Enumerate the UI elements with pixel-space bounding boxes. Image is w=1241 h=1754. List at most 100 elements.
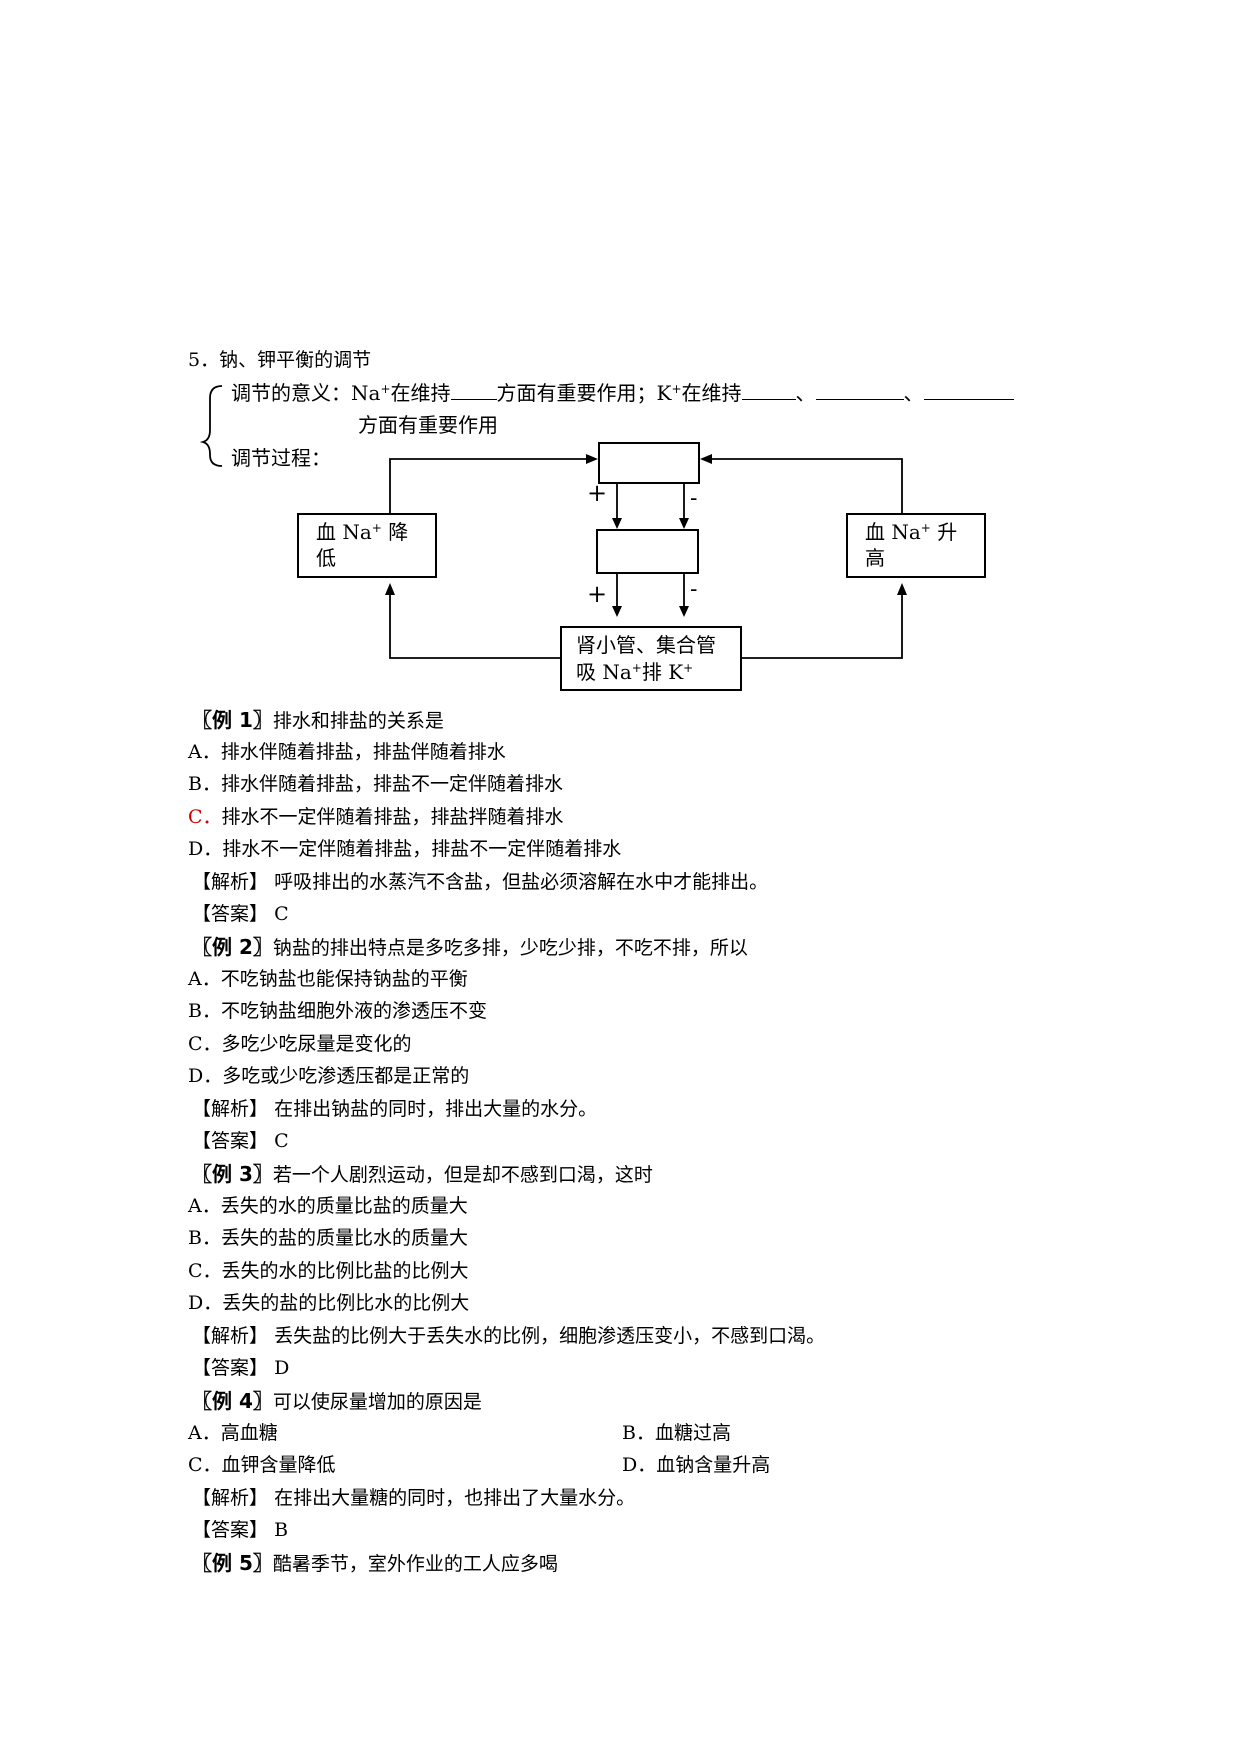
bottom-box-na-plus: + (631, 661, 642, 675)
right-box-line-1: 血 Na+ 升 (865, 519, 957, 545)
example-1-question: 〖例 1〗排水和排盐的关系是 (192, 704, 444, 733)
blank-2 (741, 381, 796, 400)
option-d: D．多吃或少吃渗透压都是正常的 (188, 1061, 469, 1088)
option-text: 排水不一定伴随着排盐，排盐不一定伴随着排水 (222, 838, 622, 860)
middle-box (596, 529, 699, 574)
k-plus: + (671, 382, 682, 396)
option-b: B．排水伴随着排盐，排盐不一定伴随着排水 (188, 769, 563, 796)
na-plus: + (380, 382, 391, 396)
blank-4 (923, 381, 1014, 400)
plus-sign-2: + (587, 580, 608, 608)
option-key: B． (188, 1000, 221, 1022)
left-box-line-2: 低 (316, 545, 336, 571)
arrowhead-top-mid-left (612, 518, 622, 529)
option-key: D． (188, 1065, 223, 1087)
arrowhead-mid-bottom-left (612, 606, 622, 617)
bottom-box-line-1: 肾小管、集合管 (576, 632, 716, 658)
option-key: A． (188, 1422, 221, 1444)
right-box: 血 Na+ 升 高 (846, 513, 986, 578)
option-text: 排水伴随着排盐，排盐不一定伴随着排水 (220, 773, 563, 795)
bottom-box-text-3: 排 K (641, 660, 684, 684)
section-heading: 5．钠、钾平衡的调节 (188, 348, 371, 372)
option-text: 高血糖 (220, 1422, 278, 1444)
analysis-4: 【解析】 在排出大量糖的同时，也排出了大量水分。 (192, 1483, 635, 1510)
bottom-box-text-1: 肾小管、集合管 (576, 633, 716, 657)
example-2-question: 〖例 2〗钠盐的排出特点是多吃多排，少吃少排，不吃不排，所以 (192, 931, 748, 960)
bottom-box-k-plus: + (683, 661, 694, 675)
arrowhead-bottom-right (897, 583, 907, 595)
option-a: A．排水伴随着排盐，排盐伴随着排水 (188, 737, 506, 764)
meaning-text-3: 在维持 (681, 381, 742, 405)
option-b: B．血糖过高 (622, 1418, 731, 1445)
answer-label: 【答案】 (192, 1357, 269, 1379)
separator-1: 、 (795, 381, 816, 405)
answer-text: C (274, 903, 289, 925)
option-c: C．排水不一定伴随着排盐，排盐拌随着排水 (188, 802, 564, 829)
left-box-text-1: 血 Na (316, 520, 372, 544)
arrowhead-bottom-left (385, 583, 395, 595)
option-key: C． (188, 1454, 222, 1476)
answer-text: D (274, 1357, 290, 1379)
top-box (598, 442, 700, 484)
analysis-label: 【解析】 (192, 871, 269, 893)
left-box: 血 Na+ 降 低 (297, 513, 437, 578)
question-text: 钠盐的排出特点是多吃多排，少吃少排，不吃不排，所以 (272, 937, 748, 959)
analysis-label: 【解析】 (192, 1487, 269, 1509)
analysis-label: 【解析】 (192, 1098, 269, 1120)
example-tag: 〖例 3〗 (192, 1162, 273, 1186)
option-text: 排水不一定伴随着排盐，排盐拌随着排水 (221, 806, 564, 828)
question-text: 若一个人剧烈运动，但是却不感到口渴，这时 (272, 1164, 653, 1186)
option-key: C． (188, 1260, 222, 1282)
meaning-line-2-text: 方面有重要作用 (358, 413, 498, 437)
meaning-text-1: 在维持 (390, 381, 451, 405)
option-d: D．排水不一定伴随着排盐，排盐不一定伴随着排水 (188, 834, 621, 861)
option-b: B．不吃钠盐细胞外液的渗透压不变 (188, 996, 487, 1023)
option-b: B．丢失的盐的质量比水的质量大 (188, 1223, 468, 1250)
option-key: A． (188, 1195, 221, 1217)
option-a: A．不吃钠盐也能保持钠盐的平衡 (188, 964, 468, 991)
answer-2: 【答案】 C (192, 1126, 289, 1153)
left-box-sup: + (371, 521, 382, 535)
option-text: 丢失的盐的比例比水的比例大 (222, 1292, 470, 1314)
option-text: 丢失的水的质量比盐的质量大 (220, 1195, 468, 1217)
question-text: 可以使尿量增加的原因是 (272, 1391, 482, 1413)
answer-3: 【答案】 D (192, 1353, 289, 1380)
bottom-box-line-2: 吸 Na+排 K+ (576, 659, 693, 685)
brace-icon (199, 385, 223, 467)
example-tag: 〖例 5〗 (192, 1551, 273, 1575)
blank-1 (450, 381, 497, 400)
left-box-text-2: 降 (381, 520, 409, 544)
arrowhead-left-up (586, 454, 598, 464)
analysis-text: 在排出钠盐的同时，排出大量的水分。 (274, 1098, 598, 1120)
blank-3 (815, 381, 904, 400)
option-d: D．血钠含量升高 (622, 1450, 770, 1477)
analysis-label: 【解析】 (192, 1325, 269, 1347)
option-c: C．丢失的水的比例比盐的比例大 (188, 1256, 469, 1283)
arrow-right-up (712, 458, 903, 513)
minus-sign-1: - (690, 486, 698, 511)
answer-text: B (274, 1519, 289, 1541)
answer-4: 【答案】 B (192, 1515, 288, 1542)
right-box-text-2: 升 (930, 520, 958, 544)
option-key: D． (188, 838, 223, 860)
option-a: A．丢失的水的质量比盐的质量大 (188, 1191, 468, 1218)
meaning-line: 调节的意义：Na+在维持方面有重要作用；K+在维持、、 (231, 381, 1014, 405)
answer-1: 【答案】 C (192, 899, 289, 926)
meaning-label: 调节的意义： (231, 381, 351, 405)
option-text: 排水伴随着排盐，排盐伴随着排水 (220, 741, 506, 763)
option-text: 丢失的盐的质量比水的质量大 (220, 1227, 468, 1249)
example-5-question: 〖例 5〗酷暑季节，室外作业的工人应多喝 (192, 1547, 558, 1576)
option-key: B． (188, 773, 221, 795)
option-c: C．血钾含量降低 (188, 1450, 336, 1477)
option-key: C． (188, 1033, 222, 1055)
separator-2: 、 (903, 381, 924, 405)
arrowhead-mid-bottom-right (679, 606, 689, 617)
question-text: 排水和排盐的关系是 (272, 710, 444, 732)
plus-sign-1: + (587, 479, 608, 507)
right-box-sup: + (920, 521, 931, 535)
option-text: 不吃钠盐也能保持钠盐的平衡 (220, 968, 468, 990)
bottom-box-text-2: 吸 Na (576, 660, 632, 684)
answer-text: C (274, 1130, 289, 1152)
minus-sign-2: - (690, 577, 698, 602)
